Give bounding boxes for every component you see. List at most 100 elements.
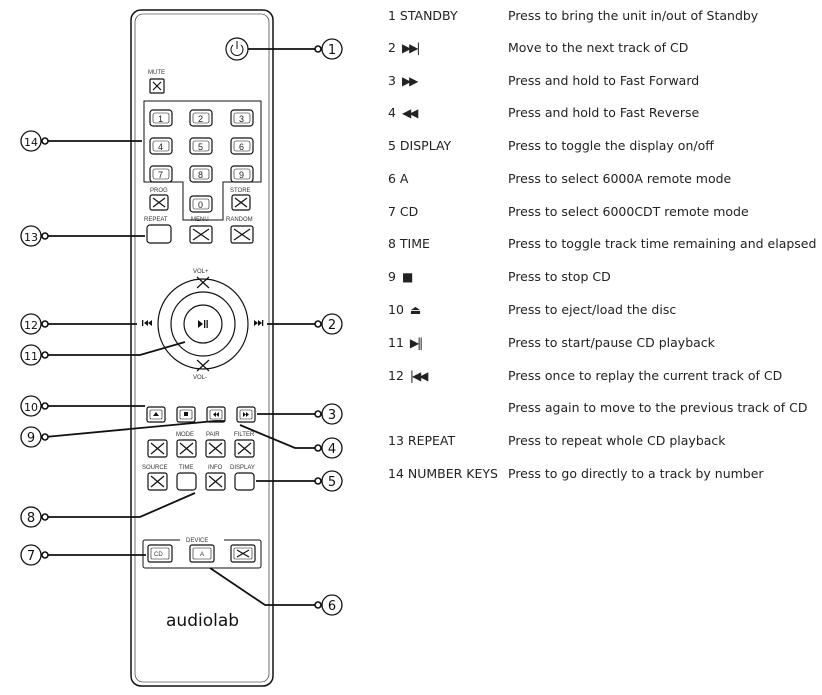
vol-up-label: VOL+: [193, 269, 209, 275]
svg-text:2: 2: [328, 318, 336, 333]
callout-badge-10: 10: [20, 395, 42, 417]
svg-text:3: 3: [328, 408, 336, 423]
svg-text:7: 7: [27, 549, 35, 564]
number-key-8[interactable]: 8: [189, 165, 213, 183]
callout-badge-9: 9: [20, 426, 42, 448]
legend-desc: Press to select 6000A remote mode: [508, 171, 732, 186]
svg-text:1: 1: [158, 114, 163, 124]
a-device-button[interactable]: A: [189, 544, 215, 563]
callout-endpoints: [41, 45, 322, 609]
previous-track-icon[interactable]: [142, 320, 152, 326]
volume-ring[interactable]: [157, 278, 249, 370]
svg-text:7: 7: [158, 170, 163, 180]
svg-text:4: 4: [328, 442, 336, 457]
eject-button[interactable]: [146, 406, 166, 423]
callout-badge-14: 14: [20, 130, 42, 152]
repeat-label: REPEAT: [144, 217, 168, 223]
svg-text:5: 5: [198, 142, 203, 152]
vol-down-icon[interactable]: [196, 359, 210, 372]
pair-label: PAIR: [206, 432, 220, 438]
svg-text:5: 5: [328, 475, 336, 490]
info-label: INFO: [208, 465, 223, 471]
svg-text:1: 1: [328, 43, 336, 58]
legend-desc: Press to stop CD: [508, 269, 611, 284]
svg-text:11: 11: [24, 350, 38, 363]
play-pause-button[interactable]: [183, 304, 223, 344]
device-label: DEVICE: [186, 538, 208, 544]
mute-button[interactable]: [149, 78, 165, 94]
prog-button[interactable]: [149, 194, 169, 211]
svg-text:9: 9: [27, 431, 35, 446]
legend-key: 9: [388, 269, 396, 284]
stop-button[interactable]: [176, 406, 196, 423]
number-key-0[interactable]: 0: [189, 195, 213, 213]
filter-button[interactable]: [234, 439, 255, 458]
number-key-1[interactable]: 1: [149, 109, 173, 127]
legend-key: 3: [388, 73, 396, 88]
remote-control-diagram: MUTE 1 2 3 4 5 6 7 8 9 0 PROG STORE REPE…: [20, 9, 343, 687]
number-key-6[interactable]: 6: [230, 137, 254, 155]
prog-label: PROG: [150, 188, 168, 194]
source-button[interactable]: [147, 472, 168, 491]
callout-badge-4: 4: [321, 437, 343, 459]
vol-up-icon[interactable]: [196, 276, 210, 289]
number-key-3[interactable]: 3: [230, 109, 254, 127]
menu-label: MENU: [191, 217, 209, 223]
svg-text:6: 6: [239, 142, 244, 152]
remote-body: [130, 9, 274, 687]
time-label: TIME: [179, 465, 193, 471]
legend-key: 11: [388, 335, 404, 350]
pair-button[interactable]: [205, 439, 226, 458]
fast-forward-button[interactable]: [236, 406, 256, 423]
display-button[interactable]: [234, 472, 255, 491]
legend-desc: Press again to move to the previous trac…: [508, 400, 808, 415]
svg-text:9: 9: [239, 170, 244, 180]
svg-text:8: 8: [198, 170, 203, 180]
callout-badge-2: 2: [321, 313, 343, 335]
legend-desc: Press to eject/load the disc: [508, 302, 677, 317]
random-button[interactable]: [230, 225, 254, 244]
number-key-5[interactable]: 5: [189, 137, 213, 155]
svg-text:12: 12: [24, 319, 38, 332]
x-button-1[interactable]: [147, 439, 168, 458]
fast-reverse-button[interactable]: [206, 406, 226, 423]
eject-icon: ⏏: [409, 303, 421, 317]
cd-device-button[interactable]: CD: [147, 544, 173, 563]
svg-text:0: 0: [198, 200, 203, 210]
legend-key: 5 DISPLAY: [388, 138, 452, 153]
number-key-7[interactable]: 7: [149, 165, 173, 183]
number-key-2[interactable]: 2: [189, 109, 213, 127]
menu-button[interactable]: [189, 225, 213, 244]
number-key-9[interactable]: 9: [230, 165, 254, 183]
repeat-button[interactable]: [146, 224, 172, 244]
play-pause-icon: [198, 320, 208, 328]
svg-text:10: 10: [24, 401, 38, 414]
svg-text:3: 3: [239, 114, 244, 124]
play-pause-outer-ring: [170, 291, 236, 357]
x-device-button[interactable]: [230, 544, 256, 563]
callout-badge-5: 5: [321, 470, 343, 492]
callout-leaders: [44, 48, 318, 606]
audiolab-logo: audiolab: [166, 611, 239, 631]
vol-down-label: VOL-: [193, 375, 207, 381]
legend-key: 4: [388, 105, 396, 120]
fast-forward-icon: ▶▶: [401, 74, 419, 88]
svg-text:A: A: [200, 552, 204, 558]
mode-button[interactable]: [176, 439, 197, 458]
info-button[interactable]: [205, 472, 226, 491]
standby-button[interactable]: [225, 37, 249, 61]
legend-key: 6 A: [388, 171, 409, 186]
next-track-icon[interactable]: [254, 320, 264, 326]
callout-badge-8: 8: [20, 506, 42, 528]
number-key-4[interactable]: 4: [149, 137, 173, 155]
svg-text:4: 4: [158, 142, 163, 152]
svg-text:CD: CD: [154, 552, 163, 558]
legend-key: 13 REPEAT: [388, 433, 456, 448]
display-label: DISPLAY: [230, 465, 255, 471]
store-label: STORE: [230, 188, 251, 194]
callout-badge-6: 6: [321, 594, 343, 616]
store-button[interactable]: [231, 194, 251, 211]
legend-desc: Press to repeat whole CD playback: [508, 433, 726, 448]
time-button[interactable]: [176, 472, 197, 491]
